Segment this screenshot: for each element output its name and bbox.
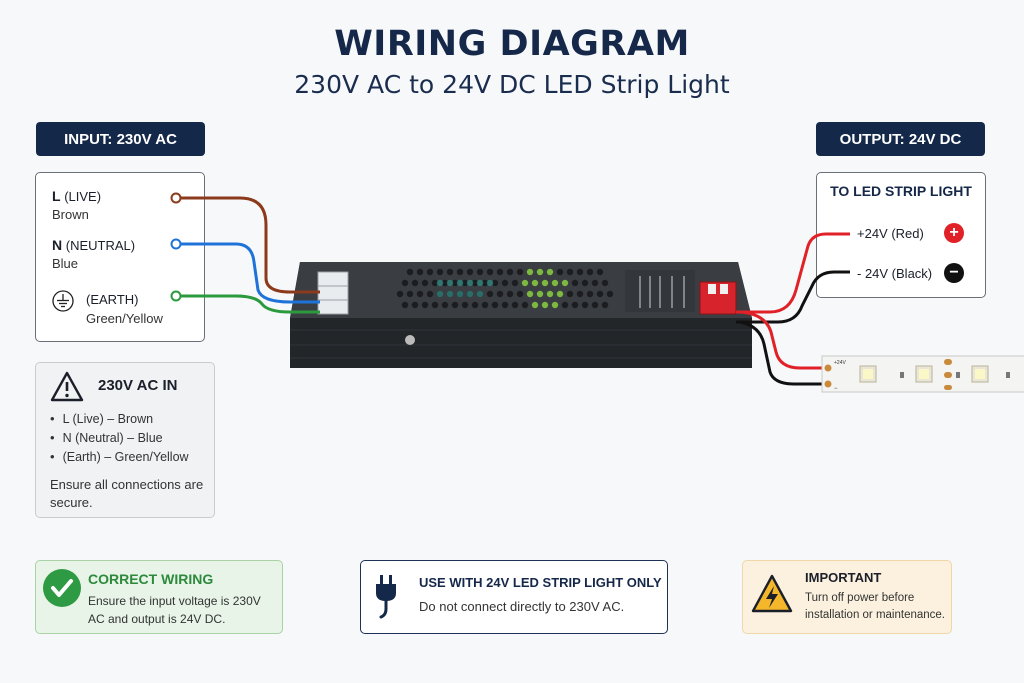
page-title: WIRING DIAGRAM (334, 24, 690, 64)
input-tag: INPUT: 230V AC (36, 122, 205, 156)
important-text: Turn off power before installation or ma… (805, 592, 945, 621)
neutral-wire-blue (181, 242, 320, 304)
minus-24v-label: - 24V (Black) (857, 266, 933, 281)
use-with-24v-box: USE WITH 24V LED STRIP LIGHT ONLY Do not… (360, 560, 668, 634)
earth-icon (52, 290, 74, 312)
correct-wiring-title: CORRECT WIRING (88, 571, 214, 587)
use-with-24v-text: Do not connect directly to 230V AC. (419, 599, 625, 614)
strip-pad-minus: − (834, 386, 838, 392)
neutral-letter: N (52, 237, 63, 253)
led-chip-core (863, 369, 873, 379)
earth-wire-green (181, 294, 320, 314)
neutral-terminal-dot (170, 238, 182, 250)
neutral-row-label: N (NEUTRAL) (52, 237, 135, 253)
live-color-label: Brown (52, 207, 89, 222)
power-supply-driver (290, 262, 752, 368)
plug-icon (376, 575, 396, 619)
live-row-label: L (LIVE) (52, 188, 101, 204)
correct-wiring-box: CORRECT WIRING Ensure the input voltage … (35, 560, 283, 634)
list-item: L (Live) – Brown (50, 409, 189, 428)
live-letter: L (52, 188, 61, 204)
strip-pad-plus: +24V (834, 360, 846, 366)
ac-input-info-box: 230V AC IN L (Live) – Brown N (Neutral) … (35, 362, 215, 518)
ac-input-list: L (Live) – Brown N (Neutral) – Blue (Ear… (50, 409, 189, 466)
strip-minus-wire (739, 320, 824, 386)
earth-color-label: Green/Yellow (86, 311, 163, 326)
list-item: N (Neutral) – Blue (50, 428, 189, 447)
important-box: IMPORTANT Turn off power before installa… (742, 560, 952, 634)
list-item: (Earth) – Green/Yellow (50, 447, 189, 466)
led-chip-core (919, 369, 929, 379)
neutral-name: (NEUTRAL) (65, 238, 136, 253)
led-chip-core (975, 369, 985, 379)
check-icon (43, 569, 81, 607)
led-strip: +24V − (821, 355, 1024, 393)
important-title: IMPORTANT (805, 570, 882, 585)
correct-wiring-text: Ensure the input voltage is 230V AC and … (88, 594, 261, 626)
plus-icon: + (944, 223, 964, 243)
use-with-24v-title: USE WITH 24V LED STRIP LIGHT ONLY (419, 575, 662, 590)
ac-input-note: Ensure all connections are secure. (50, 477, 204, 510)
plus-24v-label: +24V (Red) (857, 226, 924, 241)
output-tag: OUTPUT: 24V DC (816, 122, 985, 156)
live-name: (LIVE) (64, 189, 102, 204)
live-terminal-dot (170, 192, 182, 204)
ac-input-title: 230V AC IN (98, 377, 178, 394)
output-terminal-panel: TO LED STRIP LIGHT +24V (Red) + - 24V (B… (816, 172, 986, 298)
live-wire-brown (181, 196, 320, 294)
plus-wire-red (736, 232, 850, 314)
lightning-warning-icon (751, 574, 793, 613)
earth-name: (EARTH) (86, 292, 139, 307)
neutral-color-label: Blue (52, 256, 79, 271)
led-strip-title: TO LED STRIP LIGHT (830, 183, 972, 199)
warning-icon (50, 371, 84, 402)
earth-terminal-dot (170, 290, 182, 302)
page-subtitle: 230V AC to 24V DC LED Strip Light (294, 70, 730, 99)
minus-icon: − (944, 263, 964, 283)
strip-plus-wire (739, 310, 824, 370)
minus-wire-black (736, 270, 850, 324)
